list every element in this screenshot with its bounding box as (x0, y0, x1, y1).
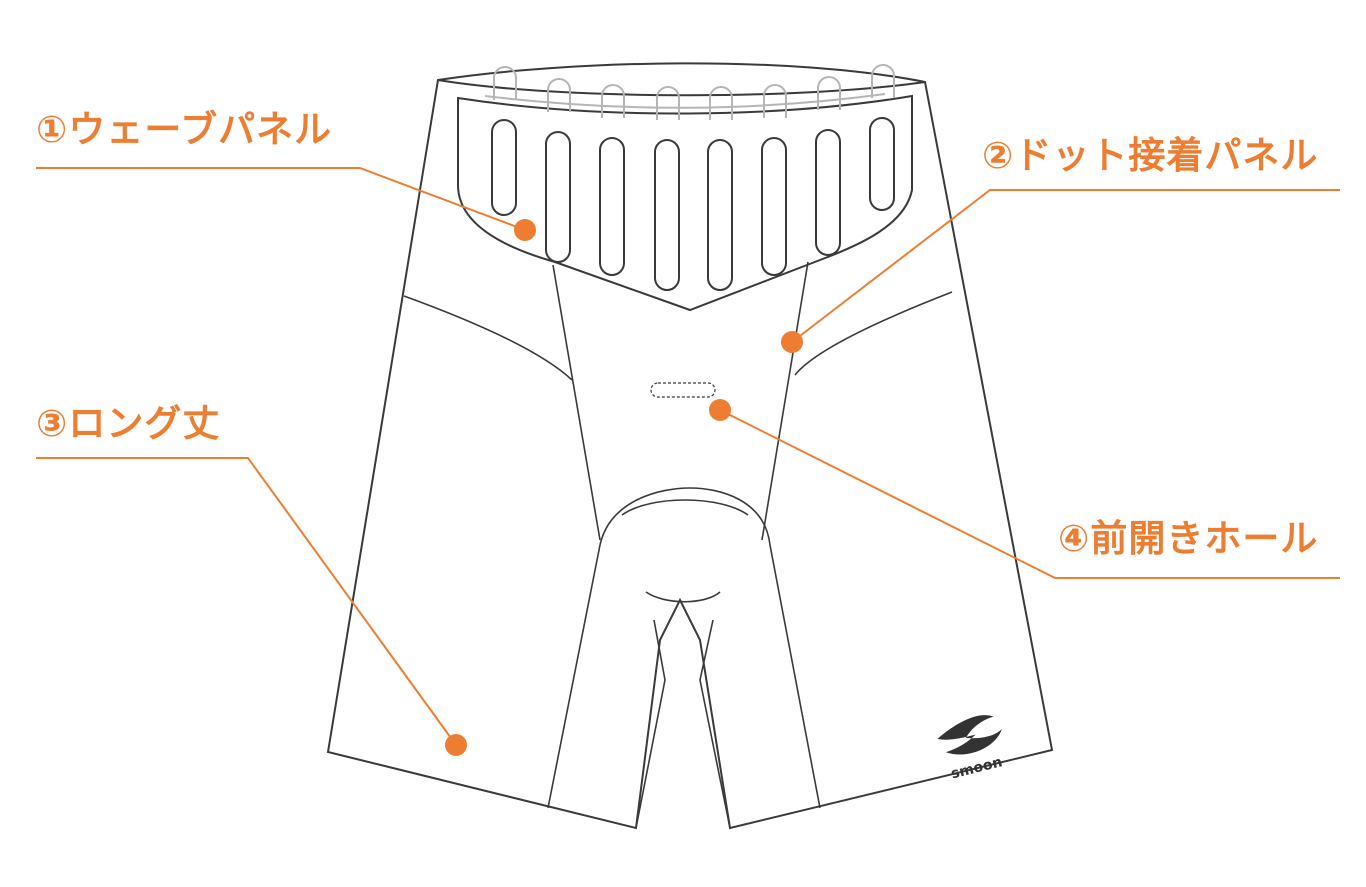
wave-slot (491, 119, 517, 216)
callout-dot-panel: ②ドット接着パネル (982, 134, 1319, 177)
front-seam-right (761, 261, 809, 541)
wave-panel (457, 94, 913, 312)
back-wave-slot (763, 84, 787, 118)
back-wave-slot (547, 78, 571, 112)
back-wave-slot (709, 86, 733, 120)
leader-line-3 (36, 457, 457, 746)
leader-dot-1 (514, 219, 536, 241)
inseam (635, 619, 731, 829)
callout-long-length: ③ロング丈 (36, 402, 221, 445)
back-wave-slot (871, 64, 895, 98)
right-side-seam (794, 291, 953, 376)
front-seam-left (552, 264, 601, 541)
crotch-inner (621, 499, 749, 603)
wave-slot (815, 129, 841, 256)
back-wave-slot (601, 84, 625, 118)
back-wave-slot (493, 66, 517, 100)
callout-wave-panel: ①ウェーブパネル (36, 108, 333, 151)
crotch-panel (547, 487, 821, 809)
wave-slot (654, 139, 680, 291)
wave-slot (599, 137, 625, 276)
wave-slot (707, 139, 733, 291)
wave-slot (869, 117, 895, 211)
leader-dot-2 (781, 331, 803, 353)
left-side-seam (403, 295, 573, 381)
leader-line-1 (36, 167, 526, 231)
back-wave-slot (656, 86, 680, 120)
shorts-outline (326, 62, 1054, 830)
back-wave-slot (817, 76, 841, 110)
wave-pattern (491, 64, 895, 291)
callout-front-hole: ④前開きホール (1058, 517, 1319, 560)
front-hole (650, 382, 716, 398)
leader-line-4 (719, 409, 1340, 579)
leader-line-2 (791, 189, 1340, 343)
leader-dot-4 (709, 399, 731, 421)
wave-slot (545, 131, 571, 263)
waistband-inner (484, 93, 886, 109)
leader-dot-3 (445, 734, 467, 756)
logo-mark (937, 715, 1002, 755)
wave-slot (761, 137, 787, 276)
